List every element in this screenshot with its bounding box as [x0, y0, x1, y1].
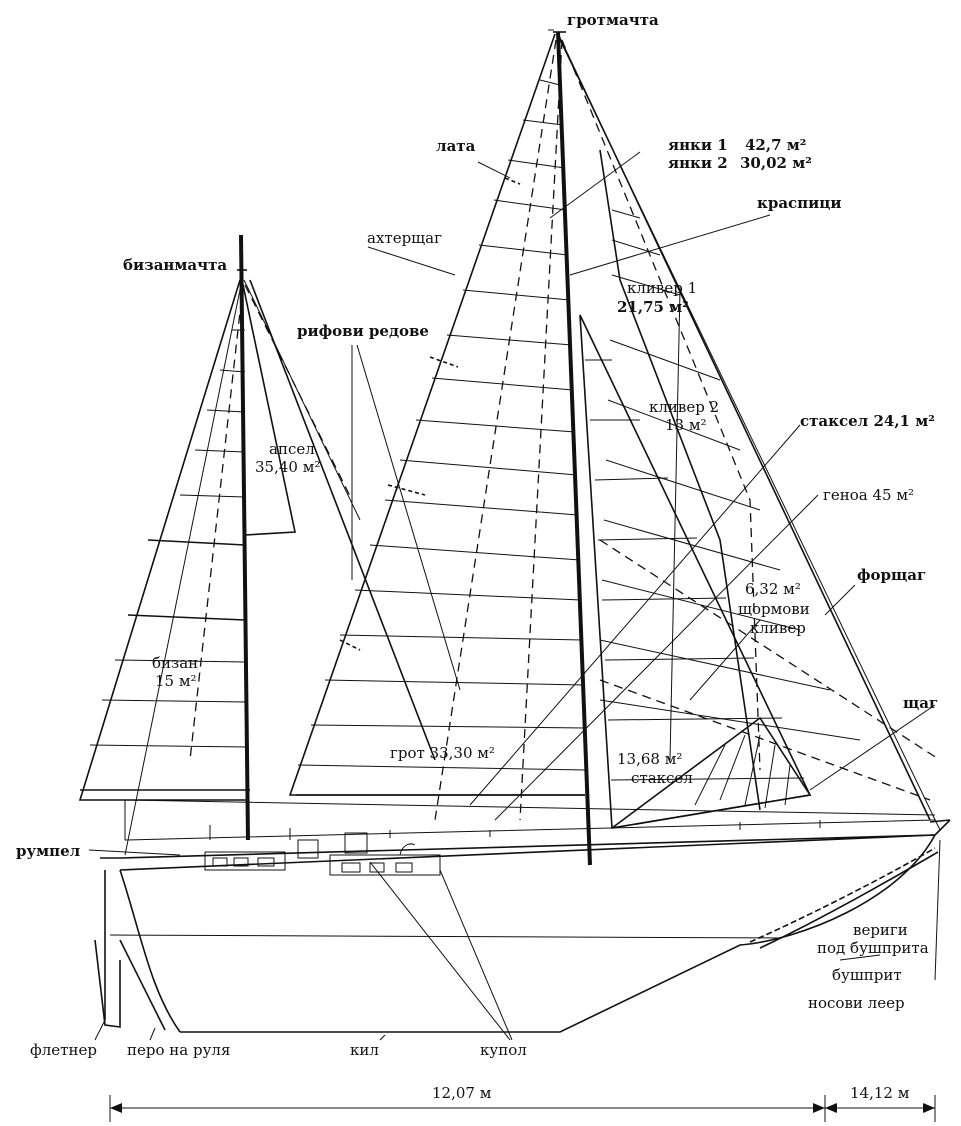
- bowsprit-chain: [749, 847, 939, 949]
- label-yanki1: янки 1: [668, 136, 728, 154]
- reef-points: [339, 177, 521, 651]
- label-staksel-low-area: 13,68 м²: [617, 750, 682, 768]
- label-yanki1-area: 42,7 м²: [745, 136, 806, 154]
- apsel-sail: [241, 279, 436, 761]
- dim-hull-length: 12,07 м: [432, 1084, 492, 1102]
- label-shtormovi-kliver: кливер: [750, 619, 806, 637]
- staysail-panels: [694, 734, 791, 809]
- forestay: [557, 33, 941, 831]
- label-kil: кил: [350, 1041, 379, 1059]
- label-rifovi-redove: рифови редове: [297, 322, 429, 340]
- label-bushprit: бушприт: [832, 966, 902, 984]
- main-sail-panels: [297, 79, 587, 771]
- main-sail: [288, 33, 587, 821]
- label-kliver1-area: 21,75 м²: [617, 298, 689, 316]
- label-ahtershtag: ахтерщаг: [367, 229, 442, 247]
- label-verigi: вериги: [853, 921, 908, 939]
- label-kraspitsi: краспици: [757, 194, 842, 212]
- mizzen-mast: [237, 234, 250, 841]
- genoa-outline: [599, 539, 941, 801]
- label-pero: перо на руля: [127, 1041, 230, 1059]
- bowsprit: [929, 819, 951, 836]
- label-bizan-area: 15 м²: [155, 672, 197, 690]
- deck-stanchions: [209, 820, 821, 840]
- mizzen-sail: [78, 279, 250, 801]
- jib-sail: [579, 314, 812, 829]
- rudder: [94, 870, 166, 1031]
- label-kliver2-area: 13 м²: [665, 416, 707, 434]
- staysail-lower: [611, 716, 812, 829]
- mizzen-panels: [89, 329, 248, 748]
- label-grotmachta: гротмачта: [567, 11, 659, 29]
- label-kliver2: кливер 2: [649, 398, 719, 416]
- label-apsel: апсел: [269, 440, 315, 458]
- label-apsel-area: 35,40 м²: [255, 458, 320, 476]
- leader-lines: [88, 151, 941, 1041]
- dim-total-length: 14,12 м: [850, 1084, 910, 1102]
- label-staksel-low: стаксел: [631, 769, 693, 787]
- label-grot: грот 33,30 м²: [390, 744, 495, 762]
- label-rumpel: румпел: [16, 842, 81, 860]
- reef-leaders: [351, 344, 461, 691]
- label-yanki2-area: 30,02 м²: [740, 154, 812, 172]
- label-genoa: геноа 45 м²: [823, 486, 914, 504]
- label-yanki2: янки 2: [668, 154, 728, 172]
- mizzen-backstay: [124, 279, 361, 856]
- label-kupol: купол: [480, 1041, 527, 1059]
- labels: гротмачта лата янки 1 42,7 м² янки 2 30,…: [16, 11, 938, 1059]
- deckhouse: [204, 832, 441, 876]
- label-verigi-bushprit: под бушприта: [817, 939, 929, 957]
- label-kliver1: кливер 1: [627, 279, 697, 297]
- hull: [100, 799, 936, 1033]
- label-shtag: щаг: [903, 694, 938, 712]
- label-nosovi-leer: носови леер: [808, 994, 905, 1012]
- label-lata: лата: [436, 137, 476, 155]
- label-shtormovi: щормови: [738, 600, 810, 618]
- label-shtormovi-area: 6,32 м²: [745, 580, 801, 598]
- mainmast: [548, 29, 592, 866]
- dimension-line: 12,07 м 14,12 м: [109, 1084, 936, 1122]
- label-fletner: флетнер: [30, 1041, 97, 1059]
- label-bizan: бизан: [152, 654, 198, 672]
- label-forshtag: форщаг: [857, 566, 926, 584]
- label-bizanmachta: бизанмачта: [123, 256, 227, 274]
- label-staksel-top: стаксел 24,1 м²: [800, 412, 935, 430]
